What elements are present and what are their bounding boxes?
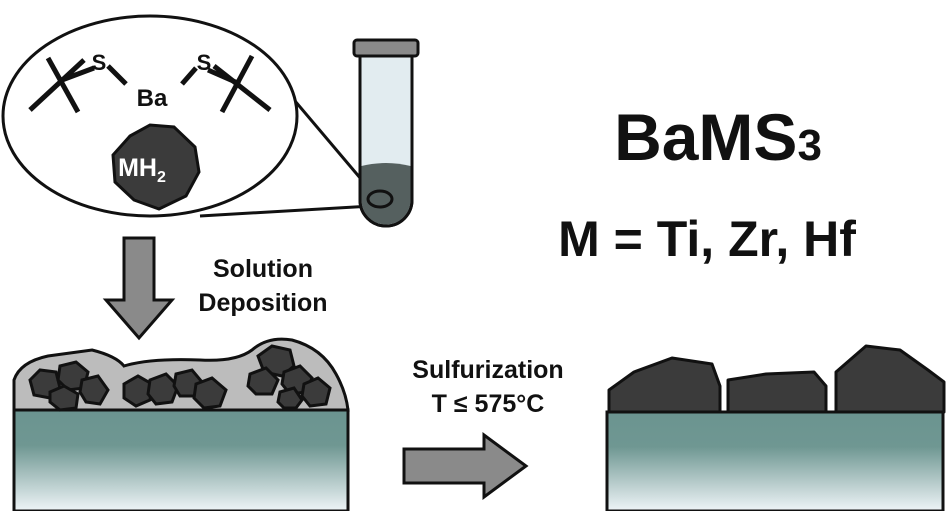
product-formula: BaMS3 <box>614 100 822 174</box>
right-sulfur-label: S <box>197 50 212 75</box>
barium-label: Ba <box>137 85 168 112</box>
particle <box>246 366 280 396</box>
particle <box>122 374 154 408</box>
precursor-zoom: S S Ba MH2 <box>1 14 374 218</box>
grain-left <box>607 356 722 414</box>
right-tbutyl-group <box>180 54 272 114</box>
particle <box>300 376 332 408</box>
hydride-particle <box>111 123 201 211</box>
product-grains <box>607 344 946 414</box>
grain-middle <box>726 370 828 414</box>
deposition-label-line1: Solution <box>213 255 313 283</box>
precursor-particles <box>28 344 332 412</box>
sulfurization-label-line1: Sulfurization <box>412 356 563 384</box>
particle <box>192 376 228 410</box>
particle <box>78 374 110 406</box>
sulfurization-arrow <box>402 432 529 500</box>
hydride-label: MH2 <box>118 154 166 186</box>
deposition-arrow <box>102 236 176 341</box>
deposition-label-line2: Deposition <box>198 289 327 317</box>
left-substrate <box>12 408 350 511</box>
particle <box>48 384 80 412</box>
zoom-line-bottom <box>199 204 373 218</box>
precursor-film-sample <box>12 337 350 511</box>
zoom-spot <box>366 189 394 209</box>
tube-cap <box>352 38 420 58</box>
grain-right <box>834 344 946 414</box>
left-tbutyl-group <box>28 56 128 114</box>
tube-liquid <box>361 163 411 225</box>
sulfurization-label-line2: T ≤ 575°C <box>432 390 545 418</box>
product-film-sample <box>605 344 946 511</box>
particle <box>146 372 180 406</box>
product-metals: M = Ti, Zr, Hf <box>558 211 856 267</box>
test-tube <box>352 38 420 228</box>
left-sulfur-label: S <box>92 50 107 75</box>
particle <box>276 386 304 410</box>
right-substrate <box>605 410 945 511</box>
